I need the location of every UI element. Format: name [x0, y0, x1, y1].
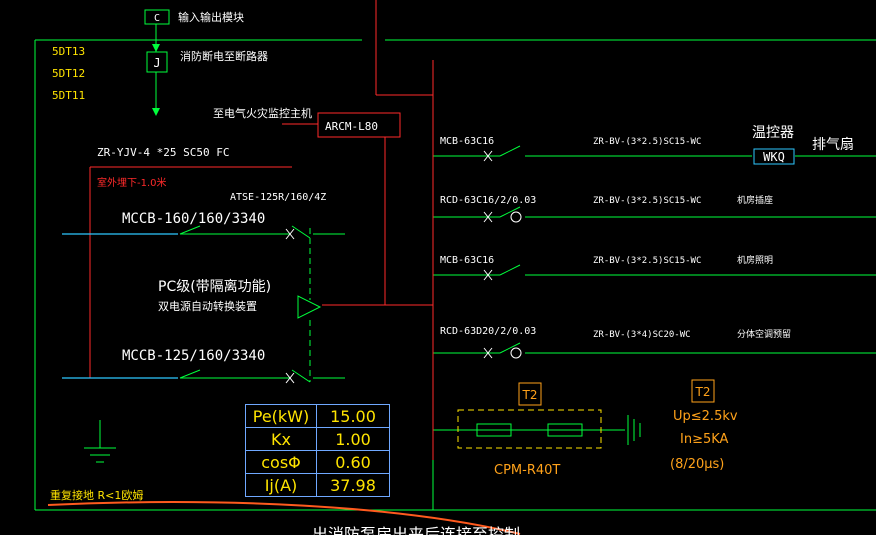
outdoor-note: 室外埋下-1.0米	[97, 176, 167, 189]
atse-switch-bottom	[291, 369, 311, 383]
code-2: 5DT12	[52, 67, 85, 80]
table-row: cosΦ 0.60	[245, 450, 390, 474]
circuit-4-cable: ZR-BV-(3*4)SC20-WC	[593, 330, 691, 340]
t2-box-1	[518, 382, 542, 406]
arrow-j-down	[152, 108, 160, 116]
annotation-arc	[47, 501, 521, 535]
arcm-label: ARCM-L80	[325, 120, 378, 133]
j-label: 消防断电至断路器	[180, 49, 268, 63]
table-key: cosΦ	[245, 450, 317, 474]
table-value: 0.60	[316, 450, 390, 474]
c-box-label: C	[154, 13, 160, 24]
ground-label: 重复接地 R<1欧姆	[50, 488, 143, 502]
circuit-3-load: 机房照明	[737, 254, 773, 266]
circuit-4-load: 分体空调预留	[737, 328, 791, 340]
circuit-4-rcd-icon	[510, 347, 522, 359]
mccb1-label: MCCB-160/160/3340	[122, 211, 265, 227]
t2-box-2	[691, 379, 715, 403]
circuit-2-breaker: RCD-63C16/2/0.03	[440, 195, 536, 206]
spd-model: CPM-R40T	[494, 463, 560, 478]
t2-label-2: T2	[695, 385, 711, 399]
circuit-4-x-mark	[483, 347, 493, 359]
code-3: 5DT11	[52, 89, 85, 102]
table-key: Ij(A)	[245, 473, 317, 497]
table-row: Ij(A) 37.98	[245, 473, 390, 497]
arrow-c-down	[152, 44, 160, 52]
bottom-note: 出消防泵房出来后连接至控制	[312, 525, 520, 535]
spd-in: In≥5KA	[680, 432, 729, 447]
mccb2-x-mark	[285, 372, 295, 384]
j-box-label: J	[153, 56, 160, 70]
table-value: 1.00	[316, 427, 390, 451]
t2-label-1: T2	[522, 388, 538, 402]
circuit-1-x-mark	[483, 150, 493, 162]
c-box	[144, 9, 170, 25]
arcm-box	[317, 112, 401, 138]
mccb1-x-mark	[285, 228, 295, 240]
circuit-2-x-mark	[483, 211, 493, 223]
spd-wave: (8/20μs)	[670, 457, 724, 472]
circuit-2-rcd-icon	[510, 211, 522, 223]
table-value: 15.00	[316, 404, 390, 428]
circuit-1-cable: ZR-BV-(3*2.5)SC15-WC	[593, 137, 701, 147]
atse-label: ATSE-125R/160/4Z	[230, 192, 326, 203]
pc-sub: 双电源自动转换装置	[158, 299, 257, 313]
spd-box-1	[476, 423, 512, 437]
mccb2-contact	[179, 369, 201, 379]
j-box	[146, 51, 168, 73]
atse-triangle	[297, 295, 322, 319]
circuit-4-breaker: RCD-63D20/2/0.03	[440, 326, 536, 337]
circuit-3-cable: ZR-BV-(3*2.5)SC15-WC	[593, 256, 701, 266]
mccb1-contact	[179, 225, 201, 235]
circuit-1-breaker: MCB-63C16	[440, 136, 494, 147]
circuit-3-x-mark	[483, 269, 493, 281]
spd-dashed-frame	[457, 409, 602, 449]
circuit-3-breaker: MCB-63C16	[440, 255, 494, 266]
circuit-2-load: 机房插座	[737, 194, 773, 206]
table-row: Kx 1.00	[245, 427, 390, 451]
spd-up: Up≤2.5kv	[673, 409, 738, 424]
wkq-label: WKQ	[763, 150, 785, 164]
table-key: Pe(kW)	[245, 404, 317, 428]
fire-monitor-label: 至电气火灾监控主机	[213, 106, 312, 120]
spd-box-2	[547, 423, 583, 437]
exhaust-fan-label: 排气扇	[812, 137, 854, 153]
circuit-2-contact	[499, 206, 521, 218]
pc-title: PC级(带隔离功能)	[158, 278, 271, 295]
thermostat-label: 温控器	[752, 125, 794, 141]
circuit-4-contact	[499, 342, 521, 354]
c-label: 输入输出模块	[178, 10, 244, 24]
atse-switch-top	[291, 225, 311, 239]
table-key: Kx	[245, 427, 317, 451]
load-table: Pe(kW) 15.00 Kx 1.00 cosΦ 0.60 Ij(A) 37.…	[245, 404, 390, 497]
circuit-2-cable: ZR-BV-(3*2.5)SC15-WC	[593, 196, 701, 206]
wkq-box	[753, 148, 795, 165]
cable-spec: ZR-YJV-4 *25 SC50 FC	[97, 146, 229, 159]
circuit-1-contact	[499, 145, 521, 157]
table-value: 37.98	[316, 473, 390, 497]
mccb2-label: MCCB-125/160/3340	[122, 348, 265, 364]
table-row: Pe(kW) 15.00	[245, 404, 390, 428]
circuit-3-contact	[499, 264, 521, 276]
code-1: 5DT13	[52, 45, 85, 58]
